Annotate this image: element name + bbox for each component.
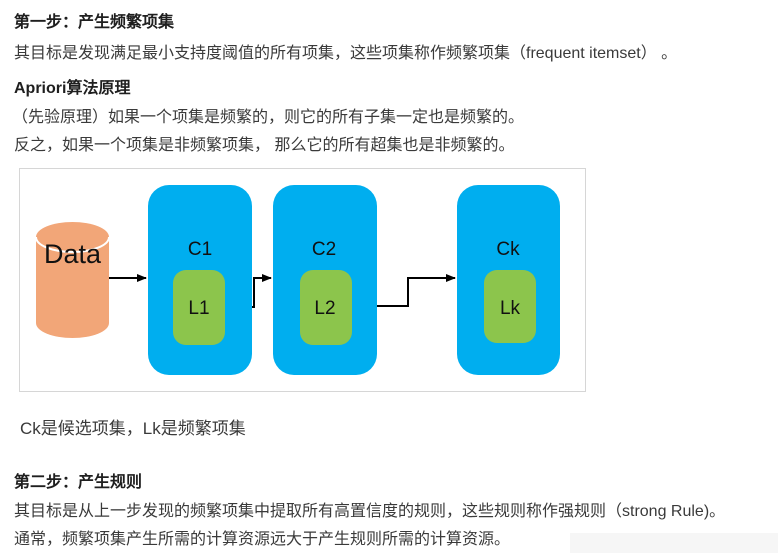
data-label: Data xyxy=(44,239,102,269)
stage-c2: C2 L2 xyxy=(273,185,377,375)
candidate-label-c2: C2 xyxy=(312,239,336,260)
frequent-label-l1: L1 xyxy=(188,298,209,319)
arrow-l2-to-ck xyxy=(352,274,456,307)
apriori-flow-diagram: Data C1 L1 C2 L2 Ck xyxy=(35,185,560,375)
frequent-box-lk xyxy=(484,270,536,343)
data-cylinder: Data xyxy=(35,222,110,339)
apriori-principle-heading: Apriori算法原理 xyxy=(14,80,131,97)
apriori-flow-figure: Data C1 L1 C2 L2 Ck xyxy=(19,168,586,392)
figure-caption: Ck是候选项集，Lk是频繁项集 xyxy=(20,419,246,438)
principle-line2: 反之，如果一个项集是非频繁项集， 那么它的所有超集也是非频繁的。 xyxy=(14,137,515,154)
step1-body: 其目标是发现满足最小支持度阈值的所有项集，这些项集称作频繁项集（frequent… xyxy=(14,45,678,62)
stage-c1: C1 L1 xyxy=(148,185,252,375)
step1-heading: 第一步：产生频繁项集 xyxy=(14,14,175,31)
frequent-box-l1 xyxy=(173,270,225,345)
step2-heading: 第二步：产生规则 xyxy=(14,474,143,491)
candidate-label-ck: Ck xyxy=(496,239,520,260)
cylinder-rim xyxy=(35,236,110,253)
frequent-label-lk: Lk xyxy=(500,298,521,319)
frequent-label-l2: L2 xyxy=(314,298,335,319)
stage-ck: Ck Lk xyxy=(457,185,560,375)
frequent-box-l2 xyxy=(300,270,352,345)
step2-body1: 其目标是从上一步发现的频繁项集中提取所有高置信度的规则，这些规则称作强规则（st… xyxy=(14,503,726,520)
faint-highlight-box xyxy=(570,533,778,553)
principle-line1: （先验原理）如果一个项集是频繁的，则它的所有子集一定也是频繁的。 xyxy=(12,109,525,126)
step2-body2: 通常，频繁项集产生所需的计算资源远大于产生规则所需的计算资源。 xyxy=(14,531,511,548)
candidate-label-c1: C1 xyxy=(188,239,212,260)
